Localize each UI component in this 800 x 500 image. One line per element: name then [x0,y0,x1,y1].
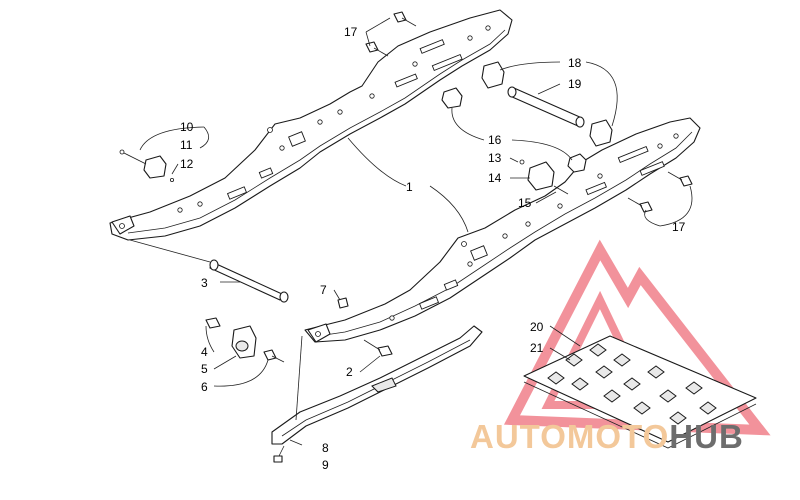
slide-rail-lower [304,117,701,343]
slide-rail-upper [109,9,513,241]
callout-16: 16 [488,133,502,147]
callout-10: 10 [180,120,194,134]
callout-7: 7 [320,283,327,297]
bolt-2 [363,339,393,357]
callout-17-top: 17 [344,25,358,39]
screw-9 [273,445,285,463]
callout-20: 20 [530,320,544,334]
callout-17-right: 17 [672,220,686,234]
callout-3: 3 [201,276,208,290]
callout-8: 8 [322,441,329,455]
callout-15: 15 [518,196,532,210]
watermark-text: AUTOMOTOHUB [470,418,744,456]
callout-9: 9 [322,458,329,472]
watermark-brand-part1: AUTOMOTO [470,418,670,455]
callout-12: 12 [180,157,194,171]
callout-21: 21 [530,341,544,355]
watermark-brand-part2: HUB [669,418,744,455]
callout-18: 18 [568,56,582,70]
slide-wear-strip [271,325,483,445]
callout-1: 1 [406,180,413,194]
bushing-16 [441,87,587,173]
studded-track-20 [523,335,757,449]
mount-5 [205,317,285,363]
callout-labels: 1 2 3 4 5 6 7 8 9 10 11 12 13 14 15 16 1… [180,25,686,472]
bracket-11 [119,149,174,182]
bracket-14 [519,159,569,195]
callout-14: 14 [488,171,502,185]
callout-4: 4 [201,345,208,359]
callout-13: 13 [488,151,502,165]
block-18-b [589,119,613,147]
leader-lines [129,17,693,446]
block-18-a [481,61,505,89]
callout-11: 11 [180,138,193,152]
shaft-19 [507,86,585,128]
cross-shaft-3 [209,259,289,303]
nut-7 [337,297,349,309]
callout-19: 19 [568,77,582,91]
bolts-17 [365,11,693,213]
callout-5: 5 [201,362,208,376]
callout-2: 2 [346,365,353,379]
callout-6: 6 [201,380,208,394]
